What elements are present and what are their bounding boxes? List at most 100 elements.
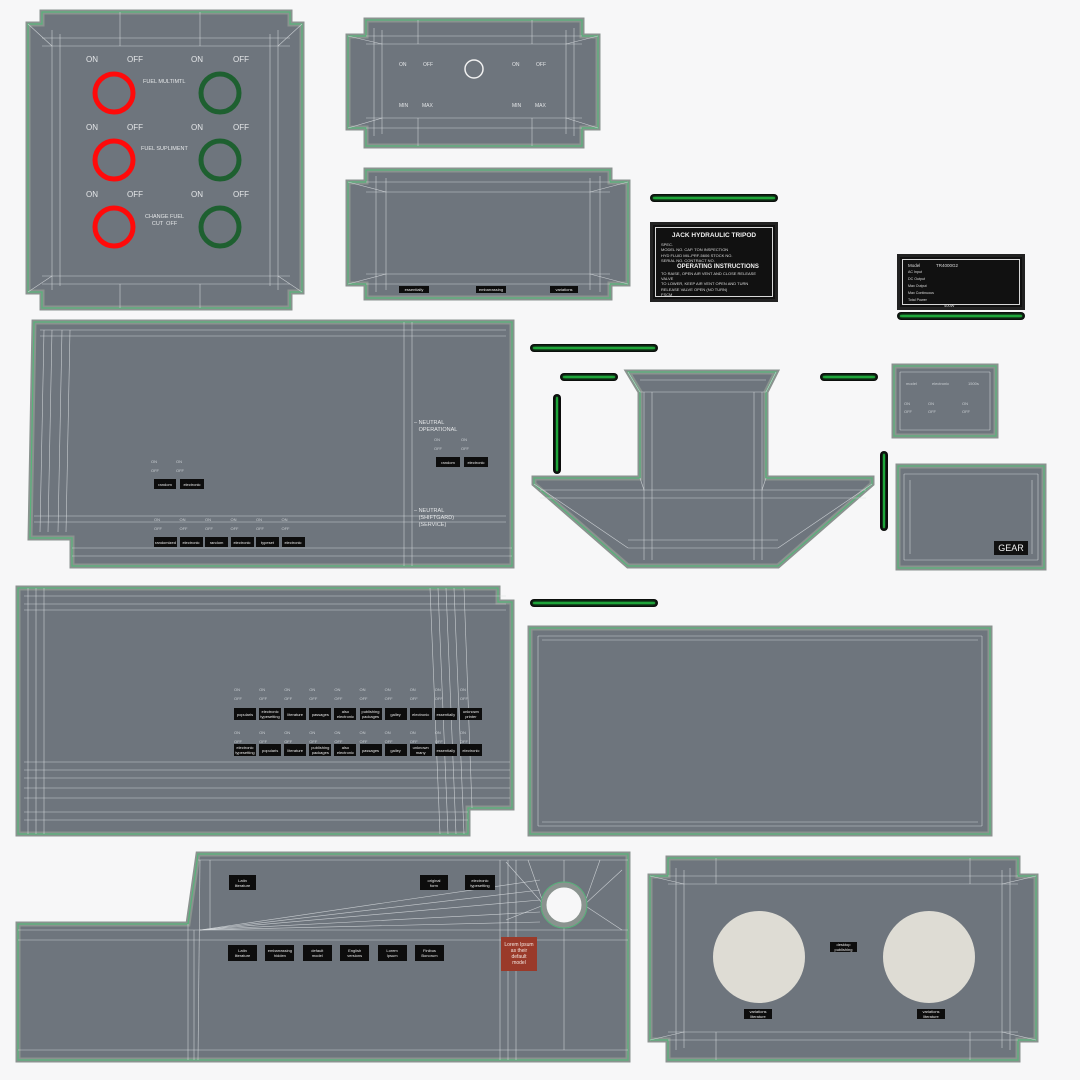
fuel-multimtl-label: FUEL MULTIMTL xyxy=(143,79,186,85)
spec-model-label: Model xyxy=(908,263,921,268)
lp2-r1-10-on: ON xyxy=(459,687,466,692)
neon-strip-7 xyxy=(553,394,561,474)
lp2-r1-10-off: OFF xyxy=(459,696,468,701)
lp1-row-tag-6-text: electronic xyxy=(284,539,302,545)
lp2-r2-7-off: OFF xyxy=(384,739,393,744)
lp1-row-tag-4: electronic xyxy=(230,537,254,547)
lp2-r1-tag-1: popularis xyxy=(234,708,256,720)
lp2-r2-tag-1: electronic typesetting xyxy=(234,744,256,756)
jack-plate-line-3: HYD FLUID MIL-PRF-5606 STOCK NO. xyxy=(661,252,733,258)
ring-red-1 xyxy=(92,71,136,115)
lp2-r1-tag-2-text: electronic typesetting xyxy=(260,709,280,719)
knob-hole-glow xyxy=(540,881,588,929)
lp2-r2-1-off: OFF xyxy=(234,739,242,744)
knob-hole xyxy=(541,882,587,928)
lp2-r2-tag-7-text: galley xyxy=(390,747,401,753)
blp-top-tag-2-text: original form xyxy=(427,877,441,888)
lp2-r1-6-on: ON xyxy=(359,687,366,692)
jack-plate-line-1: SPEC. xyxy=(661,242,674,247)
lp1-row-tag-3-text: random xyxy=(209,539,224,545)
blp-bottom-tag-5: Lorem Ipsum xyxy=(377,945,407,961)
lp2-r1-tag-9-text: essentially xyxy=(436,711,456,717)
lp2-r1-tag-10: unknown printer xyxy=(459,708,482,720)
lp1-row-3-off: OFF xyxy=(205,526,213,531)
spec-row-4: Max Continuous xyxy=(908,291,934,295)
srp-on-3: ON xyxy=(962,401,968,406)
lp2-r2-tag-9-text: essentially xyxy=(436,747,456,753)
switch-3-on-label: ON xyxy=(86,190,98,199)
ring-red-2 xyxy=(92,138,136,182)
lp1-pair-right-1-off: OFF xyxy=(434,446,442,451)
srp-header-3: 1500s xyxy=(968,381,979,386)
blp-bottom-tag-1: Latin literature xyxy=(228,945,257,961)
lp2-r1-tag-7: galley xyxy=(384,708,407,720)
lp2-r2-5-off: OFF xyxy=(334,739,343,744)
lp2-r2-2-off: OFF xyxy=(259,739,268,744)
lp1-row-tag-5: typeset xyxy=(256,537,279,547)
blp-top-tag-3-text: electronic typesetting xyxy=(470,877,490,888)
neon-strip-3 xyxy=(560,373,618,381)
jack-plate-line-6: TO RAISE, OPEN AIR VENT AND CLOSE RELEAS… xyxy=(661,270,756,276)
top-mid-min-left: MIN xyxy=(399,103,409,109)
lp1-row-4-on: ON xyxy=(230,517,237,522)
lp1-row-5-on: ON xyxy=(256,517,262,522)
lp2-r1-8-off: OFF xyxy=(409,696,418,701)
lp1-row-tag-1: randomized xyxy=(154,537,177,547)
lp2-r1-1-off: OFF xyxy=(234,696,242,701)
gauge-right xyxy=(883,911,975,1003)
lp2-r2-2-on: ON xyxy=(259,730,266,735)
lp2-r1-5-off: OFF xyxy=(334,696,343,701)
lp2-r2-tag-10-text: electronic xyxy=(462,747,480,753)
lp2-r1-tag-9: essentially xyxy=(434,708,457,720)
switch-1r-off-label: OFF xyxy=(233,55,249,64)
panel-small-right xyxy=(891,363,999,439)
lp1-row-6-off: OFF xyxy=(281,526,290,531)
switch-2-on-label: ON xyxy=(86,123,98,132)
lp2-r1-7-off: OFF xyxy=(384,696,393,701)
lp2-r2-4-off: OFF xyxy=(309,739,318,744)
lp2-r2-tag-6: passages xyxy=(359,744,382,756)
lp1-row-1-off: OFF xyxy=(154,526,162,531)
lp1-pair-left-1-on: ON xyxy=(151,459,157,464)
jack-plate-line-2: MODEL NO. CAP. TON INSPECTION xyxy=(661,247,729,253)
lp2-r1-tag-8-text: electronic xyxy=(412,711,430,717)
lp2-r2-tag-8-text: unknown many xyxy=(412,745,429,755)
gauge-left xyxy=(713,911,805,1003)
lp2-r1-tag-6-text: publishing packages xyxy=(361,709,380,719)
lp2-r2-tag-2: popularis xyxy=(259,744,282,756)
jack-plate-line-4: SERIAL NO. CONTRACT NO. xyxy=(661,258,715,264)
lp2-r2-3-on: ON xyxy=(284,730,291,735)
spec-model-value: TR4000G2 xyxy=(936,263,959,268)
lp2-r2-tag-9: essentially xyxy=(434,744,457,756)
tag-desktop-publishing-text: desktop publishing xyxy=(834,942,853,952)
jack-hydraulic-plate: JACK HYDRAULIC TRIPOD SPEC.MODEL NO. CAP… xyxy=(650,222,778,302)
lp1-row-5-off: OFF xyxy=(256,526,264,531)
neon-strip-2 xyxy=(530,344,658,352)
fuel-supliment-label: FUEL SUPLIMENT xyxy=(141,146,188,152)
lp2-r2-tag-3-text: literature xyxy=(287,747,303,753)
lp2-r1-tag-8: electronic xyxy=(409,708,432,720)
tag-essentially: essentially xyxy=(399,286,429,293)
lp2-r1-tag-4-text: passages xyxy=(311,711,329,717)
top-mid-off-right: OFF xyxy=(536,62,546,68)
lp2-r1-tag-6: publishing packages xyxy=(359,708,382,720)
switch-3r-off-label: OFF xyxy=(233,190,249,199)
lp2-r2-4-on: ON xyxy=(309,730,316,735)
switch-1-on-label: ON xyxy=(86,55,98,64)
panel-switches xyxy=(25,9,305,311)
lp2-r2-tag-4: publishing packages xyxy=(309,744,332,756)
jack-plate-line-9: RELEASE VALVE OPEN (NO TURN) xyxy=(661,286,728,292)
lp2-r1-tag-7-text: galley xyxy=(390,711,401,717)
blp-bottom-tag-3: default model xyxy=(302,945,332,961)
top-mid-max-right: MAX xyxy=(535,103,546,109)
lp2-r1-9-on: ON xyxy=(434,687,441,692)
lp1-row-tag-4-text: electronic xyxy=(233,539,251,545)
lp1-pair-right-2-on: ON xyxy=(461,437,467,442)
lp2-r1-2-on: ON xyxy=(259,687,266,692)
tag-desktop-publishing: desktop publishing xyxy=(830,942,857,952)
lp1-row-2-on: ON xyxy=(179,517,186,522)
lp1-tag-right-1-text: random xyxy=(441,459,455,465)
spec-row-5: Total Power xyxy=(908,298,927,302)
lp1-row-tag-2-text: electronic xyxy=(182,539,200,545)
lp2-r1-5-on: ON xyxy=(334,687,341,692)
